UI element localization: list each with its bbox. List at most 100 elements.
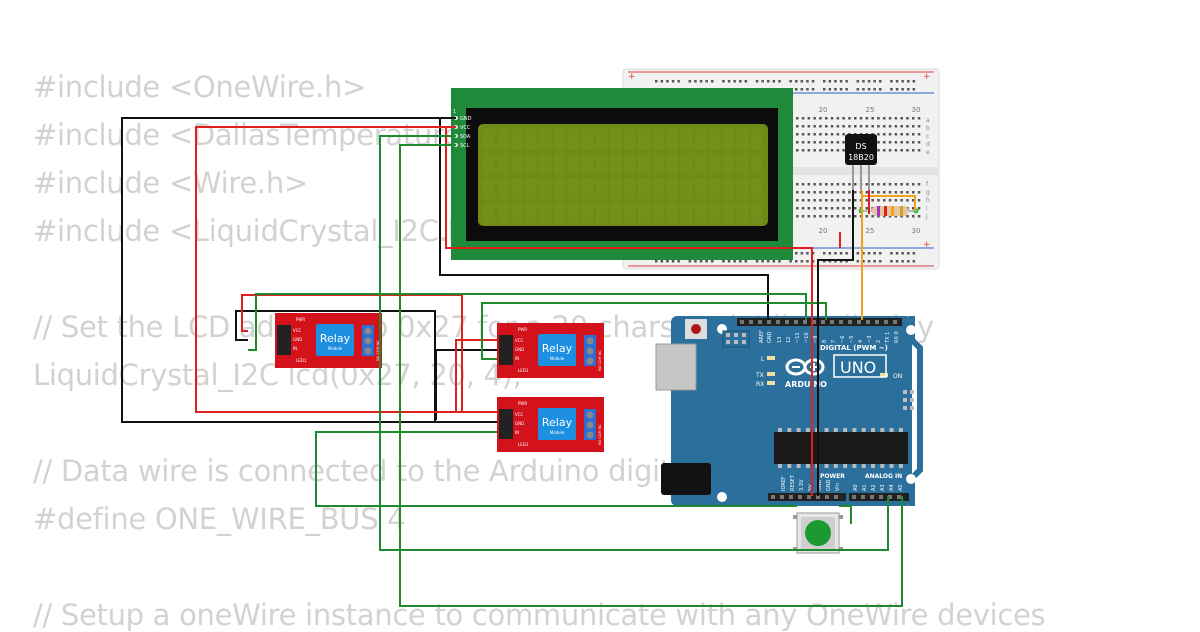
digital-header-hole[interactable]	[866, 320, 870, 324]
digital-header-hole[interactable]	[785, 320, 789, 324]
bb-rail-hole	[699, 80, 703, 83]
chip-pin	[796, 464, 801, 468]
arduino-model-box	[833, 354, 887, 378]
bb-rail-hole	[845, 80, 848, 83]
power-header-hole[interactable]	[798, 495, 802, 499]
arduino-rx-label: RX	[756, 381, 764, 388]
bb-hole	[883, 133, 886, 136]
lcd-cell	[539, 129, 552, 150]
bb-hole	[906, 117, 909, 120]
bb-hole	[848, 117, 851, 120]
chip-pin	[833, 464, 838, 468]
bb-rail-hole	[867, 88, 871, 91]
digital-header-hole[interactable]	[821, 320, 825, 324]
pullup-resistor[interactable]	[858, 206, 919, 216]
bb-col-label-30: 30	[912, 106, 921, 114]
bb-hole	[877, 183, 880, 186]
digital-header-hole[interactable]	[776, 320, 780, 324]
digital-header-hole[interactable]	[794, 320, 798, 324]
bb-hole	[871, 125, 874, 128]
chip-pin	[861, 428, 866, 432]
mount-hole	[906, 325, 916, 335]
bb-hole	[836, 207, 840, 210]
arduino-l-label: L	[761, 356, 765, 363]
digital-header-hole[interactable]	[857, 320, 861, 324]
bb-rail-hole	[739, 260, 742, 263]
lcd-cell	[722, 178, 735, 199]
power-pin-label: GND	[826, 479, 832, 491]
digital-pin-label: ~3	[867, 336, 873, 343]
analog-header-hole[interactable]	[861, 495, 865, 499]
chip-pin	[880, 464, 885, 468]
bb-rail-hole	[795, 80, 798, 83]
digital-pin-label: ~5	[849, 336, 855, 343]
lcd-cell	[525, 202, 538, 224]
digital-header-hole[interactable]	[830, 320, 834, 324]
digital-header-hole[interactable]	[884, 320, 888, 324]
power-header-hole[interactable]	[780, 495, 784, 499]
bb-hole	[859, 125, 863, 128]
analog-header-hole[interactable]	[897, 495, 901, 499]
digital-header-hole[interactable]	[758, 320, 762, 324]
bb-rail-hole	[873, 252, 876, 255]
digital-header-hole[interactable]	[893, 320, 897, 324]
ds18b20-sensor[interactable]: DS 18B20	[845, 134, 877, 190]
relay-module-3[interactable]: Relay Module PWR VCC GND IN LED1 NO COM …	[497, 397, 604, 452]
bb-row-label-a: a	[926, 117, 930, 124]
digital-header-hole[interactable]	[740, 320, 744, 324]
bb-hole	[894, 215, 898, 218]
bb-hole	[801, 141, 805, 144]
lcd-character-cells	[483, 129, 763, 224]
digital-pin-label: ~6	[840, 336, 846, 343]
power-header-hole[interactable]	[789, 495, 793, 499]
relay-module-1[interactable]: Relay Module PWR VCC GND IN LED1 NO COM …	[275, 313, 382, 368]
digital-header-hole[interactable]	[767, 320, 771, 324]
bb-hole	[871, 191, 874, 194]
wire-relay1-vcc	[241, 294, 463, 412]
bb-hole	[906, 215, 909, 218]
power-header-hole[interactable]	[816, 495, 820, 499]
bb-hole	[900, 191, 903, 194]
power-pin-label: RESET	[790, 474, 796, 491]
bb-rail-hole	[671, 260, 675, 263]
power-header-hole[interactable]	[771, 495, 775, 499]
bb-hole	[842, 199, 845, 202]
lcd-2004-i2c[interactable]: 1 GND VCC SDA SCL	[451, 88, 793, 260]
bb-rail-hole	[862, 252, 865, 255]
relay-3-pwr: PWR	[518, 401, 527, 406]
push-button[interactable]	[793, 512, 843, 554]
bb-rail-hole	[879, 80, 882, 83]
bb-hole	[894, 183, 898, 186]
bb-hole	[825, 125, 828, 128]
bb-rail-hole	[895, 80, 899, 83]
analog-header-hole[interactable]	[870, 495, 874, 499]
bb-hole	[813, 125, 816, 128]
analog-header-hole[interactable]	[852, 495, 856, 499]
bb-rail-hole	[699, 260, 703, 263]
bb-rail-hole	[739, 80, 742, 83]
power-header-hole[interactable]	[834, 495, 838, 499]
digital-header-hole[interactable]	[749, 320, 753, 324]
digital-header-hole[interactable]	[812, 320, 816, 324]
digital-header-hole[interactable]	[803, 320, 807, 324]
bb-rail-hole	[767, 260, 770, 263]
power-pin-label: 3.3V	[799, 479, 805, 491]
relay-module-2[interactable]: Relay Module PWR VCC GND IN LED1 NO COM …	[497, 323, 604, 378]
arduino-aref-label: AREF	[759, 330, 765, 343]
digital-header-hole[interactable]	[839, 320, 843, 324]
breadboard-holes	[655, 80, 921, 263]
lcd-cell	[483, 178, 495, 199]
analog-header-hole[interactable]	[888, 495, 892, 499]
digital-header-hole[interactable]	[848, 320, 852, 324]
mount-hole	[906, 474, 916, 484]
bb-rail-hole	[806, 80, 809, 83]
bb-hole	[854, 191, 857, 194]
bb-hole	[854, 117, 857, 120]
bb-rail-hole	[744, 260, 748, 263]
power-header-hole[interactable]	[807, 495, 811, 499]
power-header-hole[interactable]	[825, 495, 829, 499]
digital-header-hole[interactable]	[875, 320, 879, 324]
bb-rail-hole	[800, 88, 804, 91]
analog-header-hole[interactable]	[879, 495, 883, 499]
